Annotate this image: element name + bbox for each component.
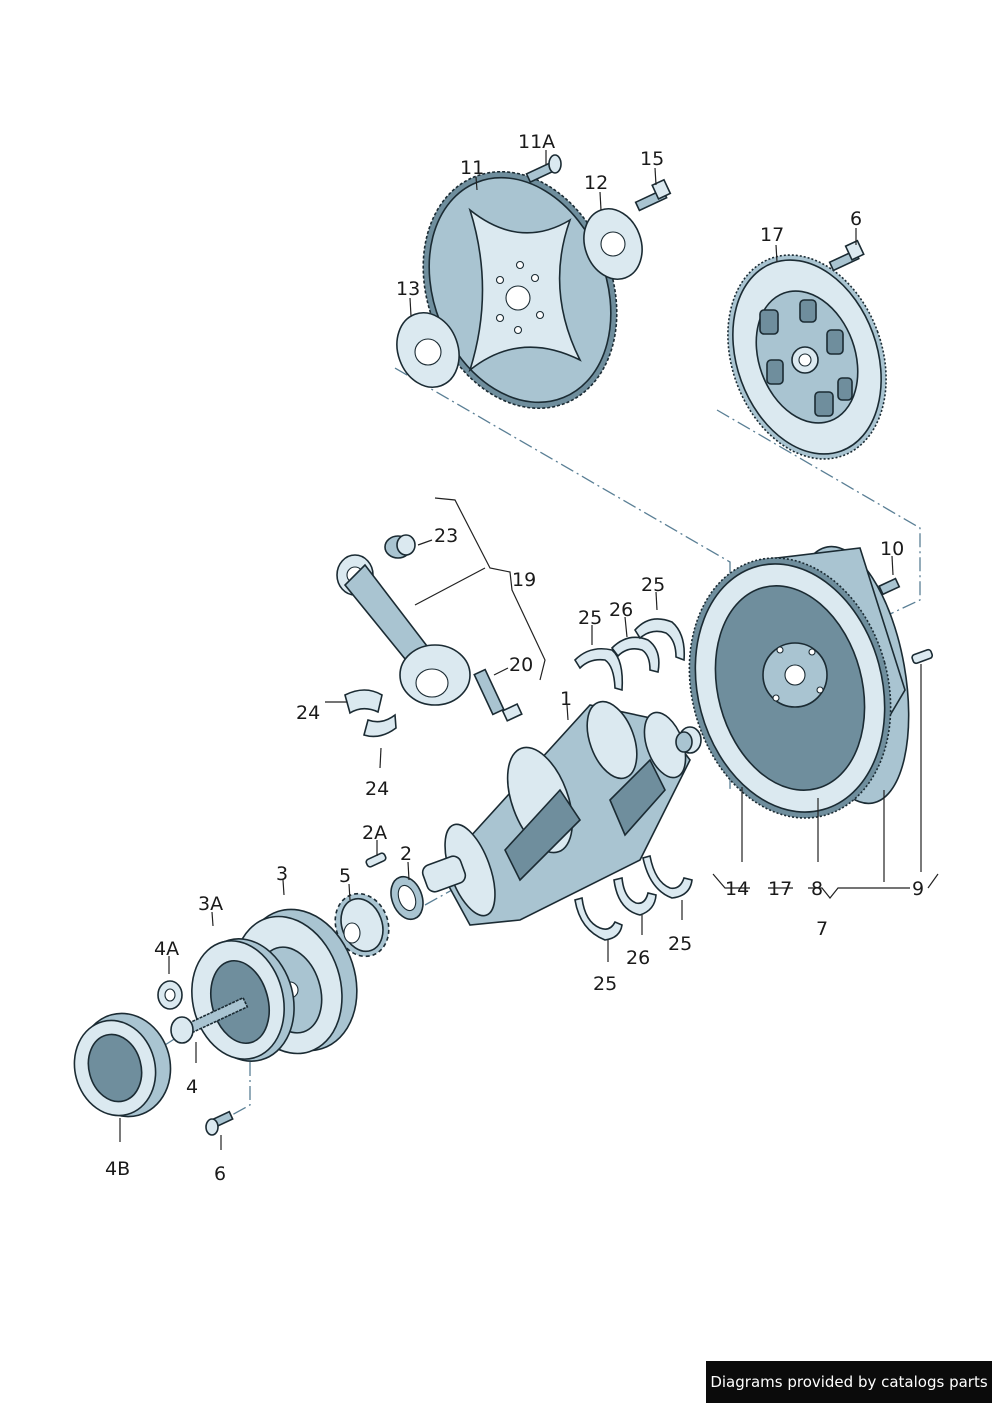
bolt-11a: [525, 154, 562, 184]
label-17-bottom: 17: [768, 878, 792, 900]
shim-plate-13: [396, 312, 460, 388]
label-3: 3: [276, 863, 288, 885]
connecting-rod: [336, 554, 471, 706]
label-24-b: 24: [365, 778, 389, 800]
label-11a: 11A: [518, 131, 555, 153]
label-25-d: 25: [593, 973, 617, 995]
pilot-bearing-14: [675, 726, 702, 754]
label-2a: 2A: [362, 822, 387, 844]
timing-sprocket-5: [334, 892, 390, 958]
label-19: 19: [512, 569, 536, 591]
bolt-10: [878, 577, 901, 596]
footer-credit: Diagrams provided by catalogs parts: [706, 1361, 992, 1403]
label-10: 10: [880, 538, 904, 560]
label-4a: 4A: [154, 938, 179, 960]
bolt-15: [634, 178, 672, 212]
label-24-a: 24: [296, 702, 320, 724]
rod-bearing-shells-24: [344, 689, 397, 738]
label-17-top: 17: [760, 224, 784, 246]
crankshaft: [421, 700, 691, 926]
label-4b: 4B: [105, 1158, 130, 1180]
label-2: 2: [400, 843, 412, 865]
label-5: 5: [339, 865, 351, 887]
leader-lines: [119, 150, 939, 1150]
label-11: 11: [460, 157, 484, 179]
label-25-c: 25: [668, 933, 692, 955]
flex-plate-ring-gear: [422, 170, 618, 410]
bolt-6-bottom: [205, 1110, 234, 1136]
label-1: 1: [560, 688, 572, 710]
oil-seal-4b: [73, 1012, 172, 1118]
label-13: 13: [396, 278, 420, 300]
part-labels: 11A 11 15 12 6 17 13 23 19 25 26 25 10 2…: [105, 131, 924, 1185]
main-bearing-shells-lower: [574, 854, 693, 941]
label-25-a: 25: [578, 607, 602, 629]
clutch-disc: [727, 254, 887, 460]
bolt-6-top: [828, 239, 865, 272]
label-14: 14: [725, 878, 749, 900]
label-8: 8: [811, 878, 823, 900]
thrust-ring-2: [390, 875, 424, 921]
label-7: 7: [816, 918, 828, 940]
shim-plate-12: [583, 208, 643, 280]
label-4: 4: [186, 1076, 198, 1098]
label-6-top: 6: [850, 208, 862, 230]
small-end-bushing-23: [384, 534, 416, 559]
label-23: 23: [434, 525, 458, 547]
label-20: 20: [509, 654, 533, 676]
rod-bolt-20: [473, 668, 523, 722]
label-26-b: 26: [626, 947, 650, 969]
label-26-a: 26: [609, 599, 633, 621]
label-15: 15: [640, 148, 664, 170]
dual-mass-flywheel: [688, 545, 910, 819]
label-6-bottom: 6: [214, 1163, 226, 1185]
washer-4a: [157, 980, 183, 1010]
label-3a: 3A: [198, 893, 223, 915]
label-25-b: 25: [641, 574, 665, 596]
label-9: 9: [912, 878, 924, 900]
central-bolt-4: [170, 996, 249, 1044]
woodruff-pin-2a: [365, 852, 387, 868]
dowel-pin-9: [911, 648, 934, 665]
main-bearing-shells-upper: [573, 618, 686, 692]
label-12: 12: [584, 172, 608, 194]
